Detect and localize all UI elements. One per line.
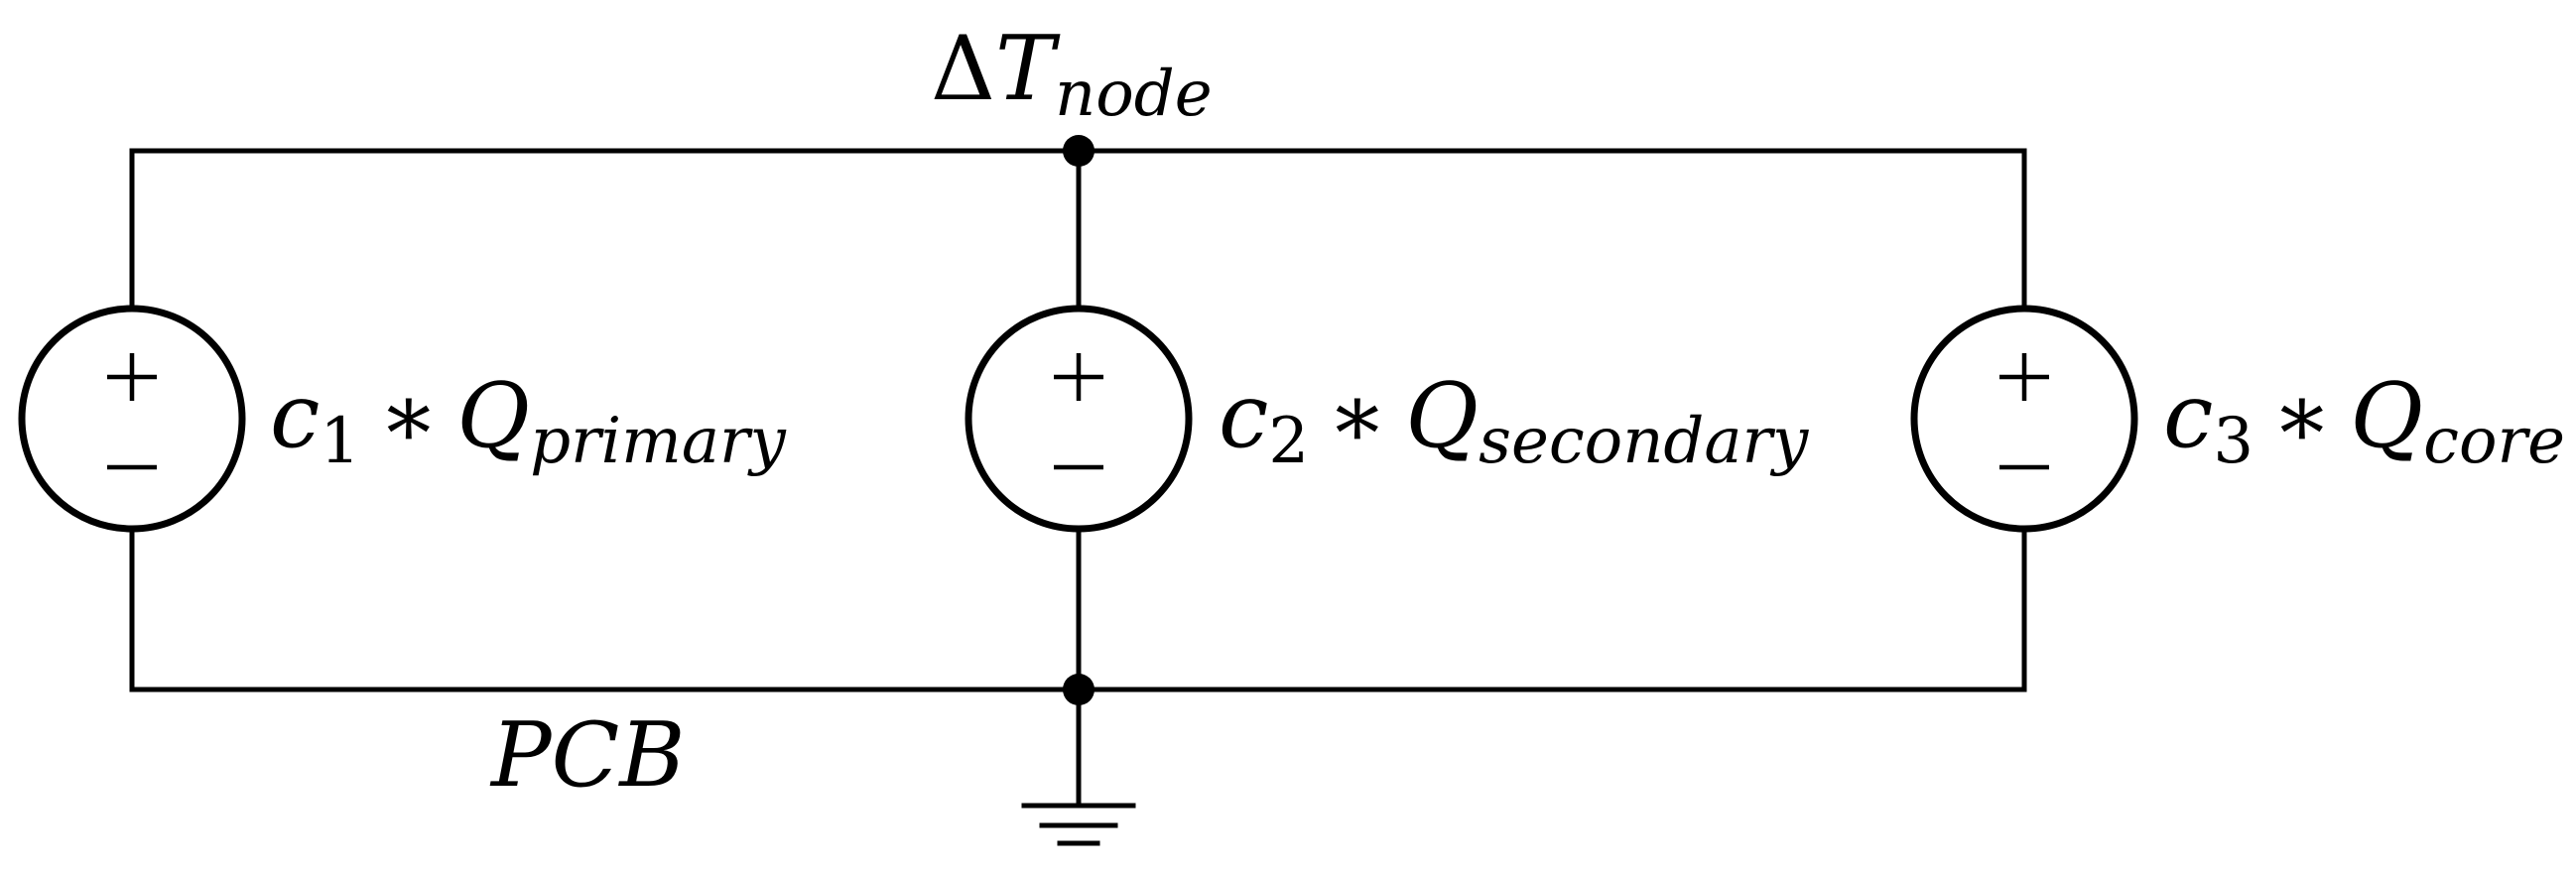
top-node-label: ΔTnode bbox=[931, 17, 1213, 131]
voltage-source-2 bbox=[965, 305, 1193, 533]
voltage-source-1 bbox=[18, 305, 246, 533]
source-2-label: c2∗Qsecondary bbox=[1219, 364, 1809, 478]
top-node-dot bbox=[1063, 135, 1095, 167]
ground-symbol bbox=[1021, 803, 1136, 846]
bottom-node-label: PCB bbox=[489, 703, 686, 808]
source-3-label: c3∗Qcore bbox=[2163, 364, 2565, 478]
voltage-source-3 bbox=[1910, 305, 2138, 533]
source-1-label: c1∗Qprimary bbox=[270, 364, 787, 478]
bottom-node-dot bbox=[1063, 674, 1095, 705]
